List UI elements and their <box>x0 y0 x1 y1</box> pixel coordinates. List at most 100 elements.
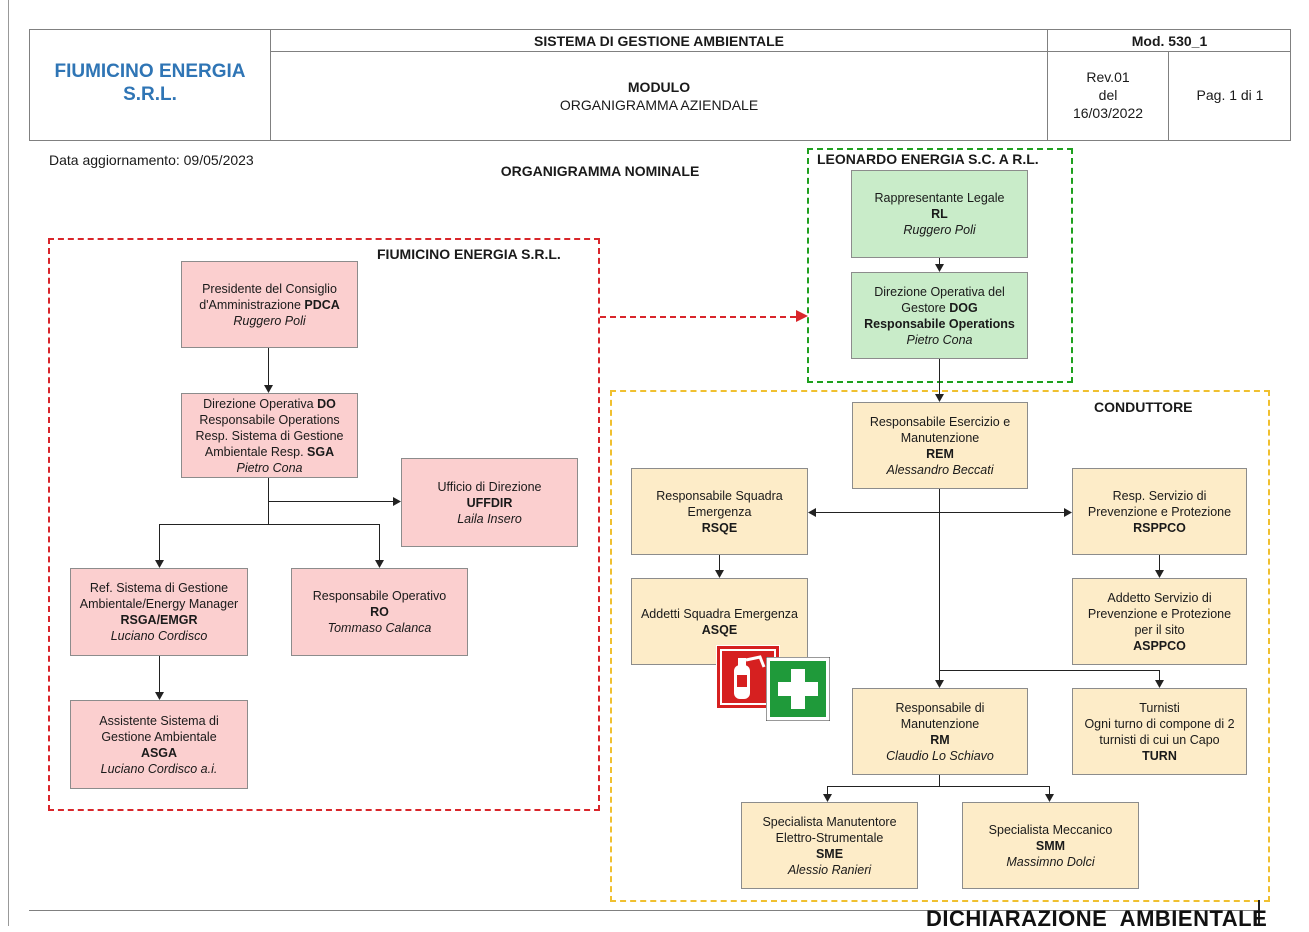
fiumicino-group-title: FIUMICINO ENERGIA S.R.L. <box>377 246 561 262</box>
connector-line <box>939 775 940 786</box>
leonardo-group-title: LEONARDO ENERGIA S.C. A R.L. <box>817 151 1039 167</box>
module-code: Mod. 530_1 <box>1131 33 1208 49</box>
box-text: Prevenzione e Protezione <box>1087 504 1232 519</box>
rev-date: 16/03/2022 <box>1072 105 1144 121</box>
module-name: ORGANIGRAMMA AZIENDALE <box>559 97 759 113</box>
header-divider <box>270 29 271 141</box>
company-logo-text: FIUMICINO ENERGIA S.R.L. <box>40 60 260 106</box>
rev-del: del <box>1098 87 1118 103</box>
connector-line <box>159 524 160 560</box>
box-code: SMM <box>1035 838 1066 853</box>
connector-line <box>939 258 940 266</box>
box-text: Ufficio di Direzione <box>437 479 542 494</box>
connector-line <box>159 656 160 692</box>
box-text: Rappresentante Legale <box>874 191 1005 205</box>
box-text: Specialista Meccanico <box>988 822 1113 837</box>
box-text: Responsabile Esercizio e <box>869 414 1011 429</box>
org-box-asppco: Addetto Servizio di Prevenzione e Protez… <box>1072 578 1247 665</box>
box-text: Addetto Servizio di <box>1107 590 1212 605</box>
org-box-rem: Responsabile Esercizio e Manutenzione RE… <box>852 402 1028 489</box>
page-margin-line <box>8 0 9 926</box>
org-box-asga: Assistente Sistema di Gestione Ambiental… <box>70 700 248 789</box>
box-text: Presidente del Consiglio <box>202 281 337 296</box>
box-code: RL <box>931 207 948 221</box>
org-box-ro: Responsabile Operativo RO Tommaso Calanc… <box>291 568 468 656</box>
box-text: Ref. Sistema di Gestione <box>89 581 229 595</box>
page-number: Pag. 1 di 1 <box>1196 87 1264 103</box>
org-box-sme: Specialista Manutentore Elettro-Strument… <box>741 802 918 889</box>
box-text: Responsabile Squadra <box>656 488 783 503</box>
connector-line <box>1159 670 1160 681</box>
box-text: Ambientale/Energy Manager <box>79 597 239 611</box>
org-box-smm: Specialista Meccanico SMM Massimno Dolci <box>962 802 1139 889</box>
org-box-rl: Rappresentante Legale RL Ruggero Poli <box>851 170 1028 258</box>
box-text: d'Amministrazione PDCA <box>199 297 340 312</box>
person-name: Pietro Cona <box>236 460 303 475</box>
person-name: Massimno Dolci <box>1006 854 1095 869</box>
box-text: Direzione Operativa DO <box>203 396 336 411</box>
box-text: Elettro-Strumentale <box>775 830 884 845</box>
box-code: SME <box>815 846 844 861</box>
person-name: Ruggero Poli <box>903 223 976 237</box>
footer-title: DICHIARAZIONE AMBIENTALE <box>926 906 1268 931</box>
box-text: Emergenza <box>687 504 752 519</box>
rev-number: Rev.01 <box>1086 69 1130 85</box>
connector-line <box>268 348 269 385</box>
box-code: RSGA/EMGR <box>120 613 198 627</box>
connector-line <box>939 489 940 681</box>
conduttore-group-frame <box>610 390 1270 902</box>
revision-info: Rev.01 del 16/03/2022 <box>1048 68 1168 122</box>
person-name: Luciano Cordisco <box>110 629 208 643</box>
box-text: turnisti di cui un Capo <box>1099 732 1220 747</box>
company-name: FIUMICINO ENERGIA S.R.L. <box>54 61 246 105</box>
person-name: Laila Insero <box>457 511 522 526</box>
org-box-pdca: Presidente del Consiglio d'Amministrazio… <box>181 261 358 348</box>
box-code: RSQE <box>701 520 738 535</box>
org-box-rsppco: Resp. Servizio di Prevenzione e Protezio… <box>1072 468 1247 555</box>
connector-line <box>827 786 1049 787</box>
box-text: Resp. Servizio di <box>1112 488 1207 503</box>
first-aid-icon <box>766 657 830 721</box>
box-code: RSPPCO <box>1133 520 1186 535</box>
box-text: Direzione Operativa del <box>874 284 1005 299</box>
box-code: ASGA <box>140 745 178 760</box>
header-divider <box>1168 51 1169 141</box>
box-code: RO <box>370 605 389 619</box>
box-text: Gestore DOG <box>901 300 978 315</box>
connector-line <box>1159 555 1160 571</box>
box-text: Resp. Sistema di Gestione <box>195 428 344 443</box>
box-code: ASPPCO <box>1133 638 1186 653</box>
box-text: Ogni turno di compone di 2 <box>1084 716 1235 731</box>
person-name: Alessio Ranieri <box>787 862 872 877</box>
box-text: Responsabile Operations <box>199 412 340 427</box>
connector-line <box>379 524 380 560</box>
org-box-rsga: Ref. Sistema di Gestione Ambientale/Ener… <box>70 568 248 656</box>
connector-line <box>816 512 1064 513</box>
connector-line <box>159 524 379 525</box>
connector-line <box>1049 786 1050 795</box>
box-text: Turnisti <box>1139 700 1180 715</box>
person-name: Tommaso Calanca <box>327 621 432 635</box>
dashed-link-line <box>600 316 796 318</box>
header-divider <box>270 51 1291 52</box>
footer-frame <box>1258 900 1260 926</box>
box-text: Manutenzione <box>900 430 980 445</box>
box-code: ASQE <box>701 623 738 637</box>
org-box-turn: Turnisti Ogni turno di compone di 2 turn… <box>1072 688 1247 775</box>
connector-line <box>827 786 828 795</box>
box-code: UFFDIR <box>466 495 513 510</box>
header-divider <box>1047 29 1048 141</box>
module-label: MODULO <box>627 79 691 95</box>
connector-line <box>939 670 1159 671</box>
box-text: Gestione Ambientale <box>101 729 217 744</box>
org-box-rm: Responsabile di Manutenzione RM Claudio … <box>852 688 1028 775</box>
system-title: SISTEMA DI GESTIONE AMBIENTALE <box>534 33 784 49</box>
connector-line <box>719 555 720 571</box>
page-bottom-line <box>29 910 1259 911</box>
leonardo-group-frame <box>807 148 1073 383</box>
box-code: RM <box>930 732 950 747</box>
box-text: Manutenzione <box>900 716 980 731</box>
org-box-uffdir: Ufficio di Direzione UFFDIR Laila Insero <box>401 458 578 547</box>
box-text: per il sito <box>1134 622 1185 637</box>
connector-line <box>939 359 940 395</box>
